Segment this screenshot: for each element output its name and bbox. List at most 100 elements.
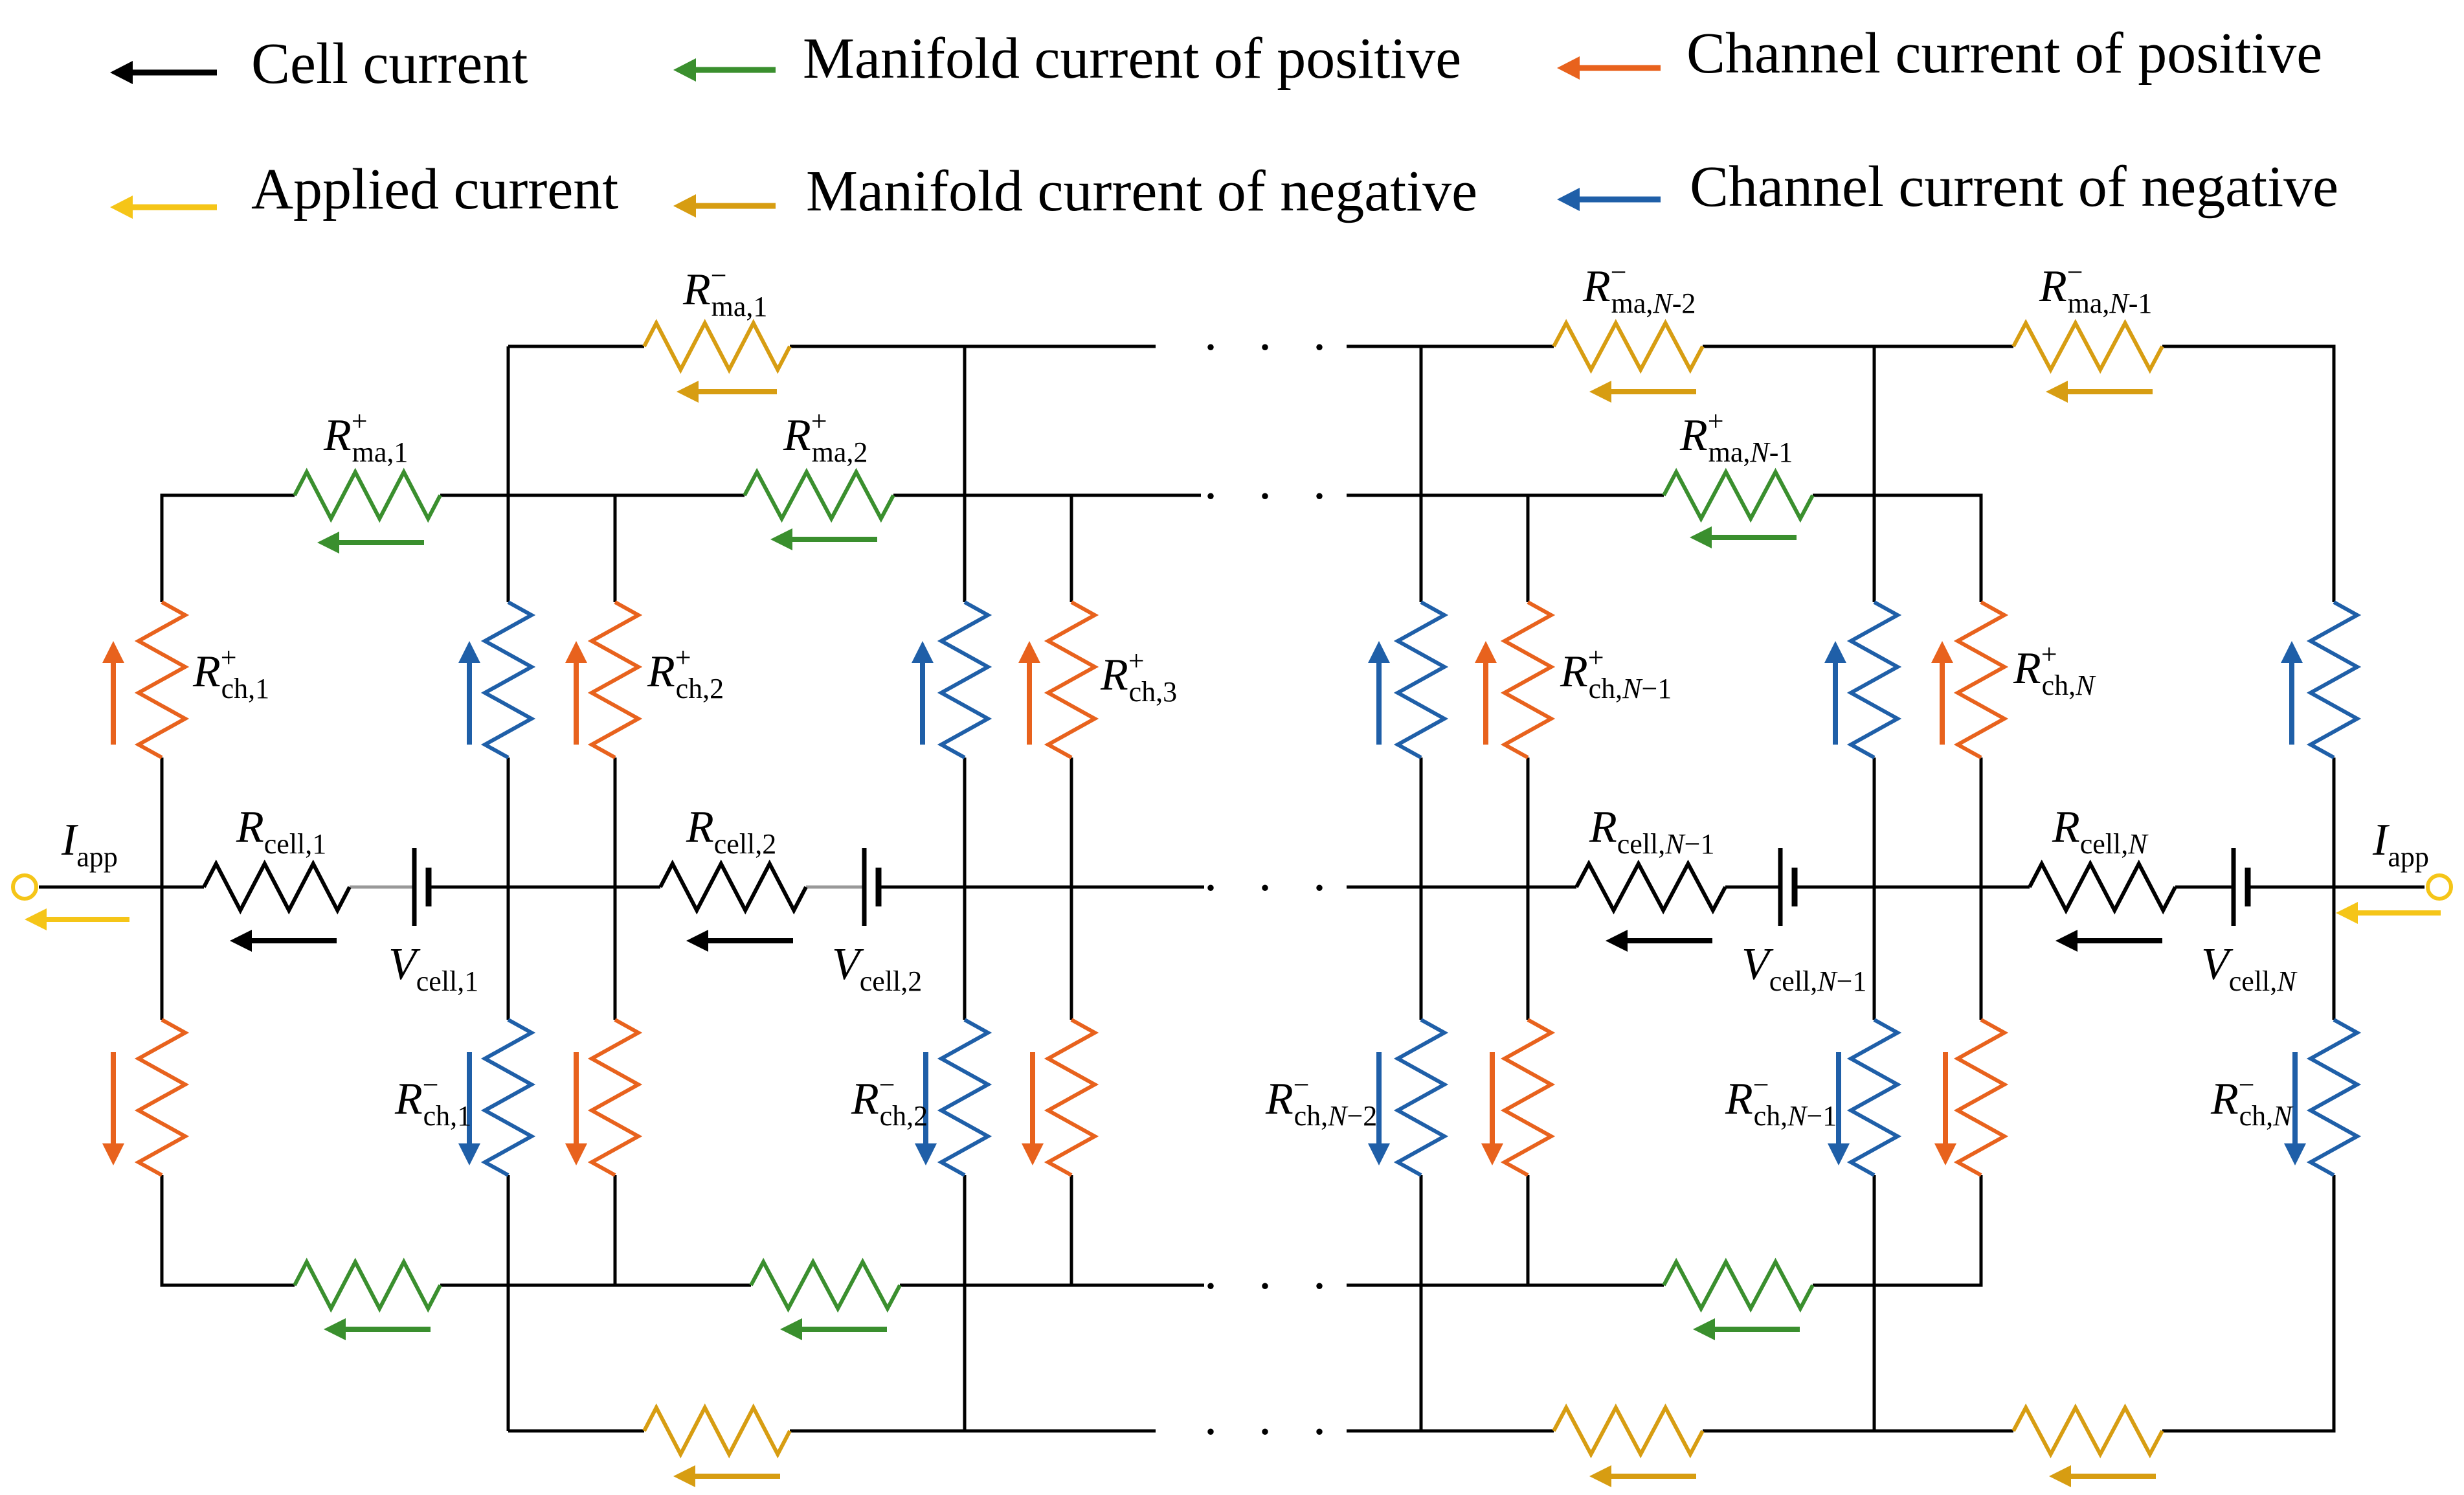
resistor-ch-neg-2	[937, 1018, 992, 1177]
legend: Cell current Manifold current of positiv…	[110, 21, 2338, 223]
resistor-pos-manifold-bot-1	[293, 1257, 442, 1313]
resistor-neg-manifold-bot-1	[642, 1403, 792, 1459]
label-rcell-n1: Rcell,N−1	[1589, 802, 1714, 860]
resistor-ch-neg-coln2-upper	[1393, 600, 1449, 759]
battery-cell-1	[412, 848, 432, 926]
terminal-left	[11, 873, 38, 901]
label-rma-pos-n1: R+ma,N-1	[1679, 405, 1793, 468]
label-rcell-2: Rcell,2	[686, 802, 776, 860]
terminal-right	[2426, 873, 2453, 901]
legend-item-manifold-positive: Manifold current of positive	[673, 27, 1461, 91]
arrow-ch-pos-col2-lower	[565, 1052, 587, 1165]
resistor-ch-neg-1	[480, 1018, 536, 1177]
legend-label-applied-current: Applied current	[251, 157, 618, 221]
legend-item-channel-positive: Channel current of positive	[1557, 21, 2322, 85]
resistor-ch-neg-n	[2306, 1018, 2362, 1177]
arrow-pos-manifold-bot-1	[324, 1318, 431, 1340]
ellipsis-row-1: . . .	[1204, 304, 1340, 361]
arrow-neg-manifold-bot-3	[2049, 1465, 2156, 1487]
resistor-cell-1	[202, 859, 352, 915]
resistor-pos-manifold-top-1	[293, 467, 442, 523]
resistors	[134, 319, 2362, 1459]
ellipsis-row-2: . . .	[1204, 453, 1340, 510]
arrow-pos-manifold-bot-2	[780, 1318, 887, 1340]
arrow-pos-manifold-top-2	[770, 528, 877, 550]
arrow-ch-neg-coln1-upper	[1824, 641, 1846, 745]
resistor-cell-n	[2028, 859, 2177, 915]
arrow-ch-pos-col1-lower	[102, 1052, 124, 1165]
resistor-ch-neg-coln1-upper	[1846, 600, 1902, 759]
label-rma-neg-1: R−ma,1	[682, 260, 767, 322]
arrow-ch-neg-n1	[1828, 1052, 1850, 1165]
arrow-neg-manifold-top-1	[677, 381, 777, 403]
arrow-cell-n	[2055, 930, 2162, 952]
ellipses: . . . . . . . . . . . . . . .	[1204, 304, 1340, 1446]
wire-col-posn-bot	[1813, 1175, 1983, 1287]
terminals	[11, 873, 2453, 930]
resistor-ch-pos-3	[1044, 600, 1099, 759]
label-vcell-2: Vcell,2	[832, 939, 922, 997]
arrow-ch-pos-3	[1018, 641, 1040, 745]
label-rch-neg-n: R−ch,N	[2210, 1069, 2294, 1132]
arrow-cell-2	[686, 930, 793, 952]
battery-cell-n	[2231, 848, 2251, 926]
resistor-neg-manifold-top-1	[642, 319, 792, 374]
resistor-neg-manifold-top-n2	[1552, 319, 1705, 374]
legend-label-cell-current: Cell current	[251, 32, 528, 96]
resistor-ch-pos-coln-lower	[1953, 1018, 2009, 1177]
resistor-ch-neg-coln-upper	[2306, 600, 2362, 759]
arrow-ch-neg-1	[458, 1052, 480, 1165]
wire-col-negn-bot	[2162, 1175, 2336, 1433]
wire-pos-manifold-top-right2	[1813, 493, 1983, 602]
label-vcell-n: Vcell,N	[2201, 939, 2298, 997]
legend-label-channel-negative: Channel current of negative	[1690, 155, 2338, 219]
label-rch-neg-n1: R−ch,N−1	[1725, 1069, 1837, 1132]
arrow-ch-pos-col3-lower	[1022, 1052, 1044, 1165]
arrow-neg-manifold-top-n1	[2046, 381, 2153, 403]
arrow-ch-pos-n1	[1475, 641, 1497, 745]
label-vcell-n1: Vcell,N−1	[1742, 939, 1866, 997]
arrow-ch-pos-n	[1931, 641, 1953, 745]
resistor-ch-pos-coln1-lower	[1500, 1018, 1556, 1177]
resistor-ch-neg-n1	[1846, 1018, 1902, 1177]
arrow-ch-pos-coln1-lower	[1481, 1052, 1503, 1165]
label-rch-pos-n: R+ch,N	[2013, 638, 2096, 701]
legend-label-channel-positive: Channel current of positive	[1686, 21, 2322, 85]
ellipsis-row-5: . . .	[1204, 1389, 1340, 1446]
resistor-ch-neg-col2-upper	[937, 600, 992, 759]
ellipsis-row-3: . . .	[1204, 845, 1340, 902]
legend-label-manifold-positive: Manifold current of positive	[803, 27, 1461, 91]
arrow-neg-manifold-bot-1	[673, 1465, 780, 1487]
label-rch-pos-1: R+ch,1	[192, 642, 269, 704]
legend-arrowhead-cell-current	[110, 61, 133, 84]
batteries	[412, 848, 2251, 926]
wires	[39, 344, 2425, 1433]
label-rch-neg-1: R−ch,1	[394, 1069, 471, 1132]
arrow-ch-neg-2	[915, 1052, 937, 1165]
resistor-ch-pos-n1	[1500, 600, 1556, 759]
arrow-ch-neg-col2-upper	[912, 641, 934, 745]
wire-col-pos1-bot	[160, 1175, 295, 1287]
label-rma-neg-n2: R−ma,N-2	[1582, 256, 1696, 319]
resistor-pos-manifold-bot-3	[1662, 1257, 1815, 1313]
battery-cell-2	[862, 848, 882, 926]
resistor-ch-neg-col1-upper	[480, 600, 536, 759]
legend-arrowhead-channel-positive	[1557, 56, 1580, 80]
resistor-ch-pos-1	[134, 600, 190, 759]
resistor-ch-pos-col3-lower	[1044, 1018, 1099, 1177]
resistor-ch-neg-n2	[1393, 1018, 1449, 1177]
current-arrows	[102, 381, 2306, 1487]
battery-cell-n1	[1778, 848, 1798, 926]
legend-label-manifold-negative: Manifold current of negative	[806, 159, 1477, 223]
legend-arrowhead-manifold-negative	[673, 194, 696, 218]
resistor-ch-pos-n	[1953, 600, 2009, 759]
label-iapp-right: Iapp	[2372, 815, 2429, 873]
arrow-pos-manifold-top-1	[317, 532, 424, 554]
arrow-ch-pos-2	[565, 641, 587, 745]
ellipsis-row-4: . . .	[1204, 1243, 1340, 1300]
resistor-cell-n1	[1574, 859, 1727, 915]
label-rma-neg-n1: R−ma,N-1	[2039, 256, 2152, 319]
label-vcell-1: Vcell,1	[388, 939, 478, 997]
resistor-neg-manifold-bot-3	[2011, 1403, 2164, 1459]
